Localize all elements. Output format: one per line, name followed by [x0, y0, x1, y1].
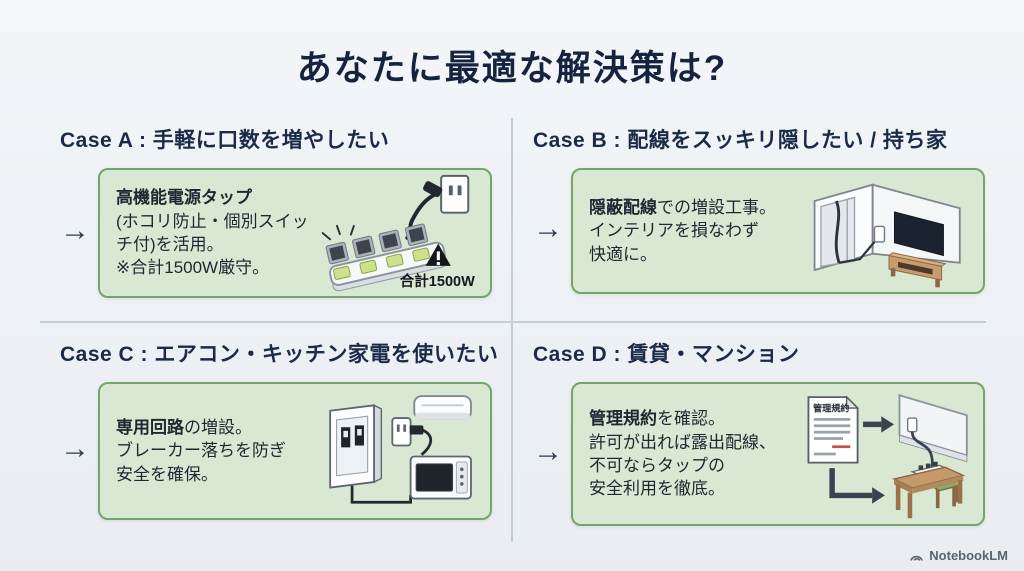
- page-title: あなたに最適な解決策は?: [296, 49, 728, 88]
- case-d-section: Case D : 賃貸・マンション → 管理規約を確認。 許可が出れば露出配線、…: [533, 338, 985, 526]
- brand-label: NotebookLM: [929, 548, 1008, 563]
- arrow-right-icon: →: [533, 212, 563, 245]
- arrow-right-icon: →: [60, 214, 90, 247]
- wall-outlet-icon: [906, 417, 918, 433]
- horizontal-divider: [40, 321, 986, 323]
- case-d-text: 管理規約を確認。 許可が出れば露出配線、 不可ならタップの 安全利用を徹底。: [573, 397, 789, 511]
- card-line: 専用回路の増設。: [116, 417, 252, 437]
- case-b-card: 隠蔽配線での増設工事。 インテリアを損なわず 快適に。: [571, 168, 985, 294]
- card-line: 安全利用を徹底。: [589, 479, 725, 499]
- case-a-header: Case A : 手軽に口数を増やしたい: [60, 129, 390, 152]
- card-line: ※合計1500W厳守。: [116, 258, 270, 278]
- wall-outlet-icon: [391, 417, 412, 447]
- card-line: 許可が出れば露出配線、: [589, 432, 776, 452]
- arrow-right-icon: →: [533, 435, 563, 468]
- card-line: (ホコリ防止・個別スイッ: [116, 211, 309, 231]
- document-title: 管理規約: [813, 403, 849, 414]
- arrow-right-icon: →: [60, 432, 90, 465]
- case-b-text: 隠蔽配線での増設工事。 インテリアを損なわず 快適に。: [573, 186, 799, 276]
- case-a-text: 高機能電源タップ (ホコリ防止・個別スイッ チ付)を活用。 ※合計1500W厳守…: [100, 176, 314, 290]
- case-c-section: Case C : エアコン・キッチン家電を使いたい → 専用回路の増設。 ブレー…: [60, 338, 499, 520]
- room-corner-tv-icon: [813, 183, 961, 288]
- card-line: 快適に。: [589, 244, 657, 264]
- case-c-card: 専用回路の増設。 ブレーカー落ちを防ぎ 安全を確保。: [98, 382, 492, 520]
- notebooklm-icon: [910, 555, 923, 561]
- wattage-label: 合計1500W: [399, 272, 475, 290]
- case-a-section: Case A : 手軽に口数を増やしたい → 高機能電源タップ (ホコリ防止・個…: [60, 124, 492, 298]
- rules-document-desk-icon: 管理規約: [807, 394, 968, 519]
- case-b-header: Case B : 配線をスッキリ隠したい / 持ち家: [533, 129, 948, 152]
- arrow-to-desk-icon: [829, 468, 873, 499]
- card-line: 隠蔽配線での増設工事。: [589, 197, 776, 217]
- card-line: 高機能電源タップ: [116, 188, 252, 208]
- card-line: インテリアを損なわず: [589, 221, 759, 241]
- case-c-header: Case C : エアコン・キッチン家電を使いたい: [60, 343, 499, 366]
- case-a-card: 高機能電源タップ (ホコリ防止・個別スイッ チ付)を活用。 ※合計1500W厳守…: [98, 168, 492, 298]
- wall-outlet-icon: [873, 225, 886, 243]
- power-strip-icon: 合計1500W: [321, 174, 475, 292]
- card-line: ブレーカー落ちを防ぎ: [116, 441, 286, 461]
- notebooklm-brand: NotebookLM: [909, 548, 1008, 563]
- case-d-header: Case D : 賃貸・マンション: [533, 343, 800, 366]
- card-line: 管理規約を確認。: [589, 409, 725, 429]
- card-line: チ付)を活用。: [116, 235, 224, 254]
- case-d-card: 管理規約を確認。 許可が出れば露出配線、 不可ならタップの 安全利用を徹底。 管…: [571, 382, 985, 526]
- card-line: 不可ならタップの: [589, 456, 725, 475]
- breaker-appliances-icon: [329, 395, 472, 504]
- desk-icon: [892, 466, 966, 489]
- plug-icon: [409, 425, 424, 435]
- case-c-text: 専用回路の増設。 ブレーカー落ちを防ぎ 安全を確保。: [100, 406, 316, 496]
- tv-icon: [893, 211, 944, 257]
- vertical-divider: [511, 118, 513, 542]
- card-line: 安全を確保。: [116, 464, 218, 484]
- case-b-section: Case B : 配線をスッキリ隠したい / 持ち家 → 隠蔽配線での増設工事。…: [533, 124, 985, 294]
